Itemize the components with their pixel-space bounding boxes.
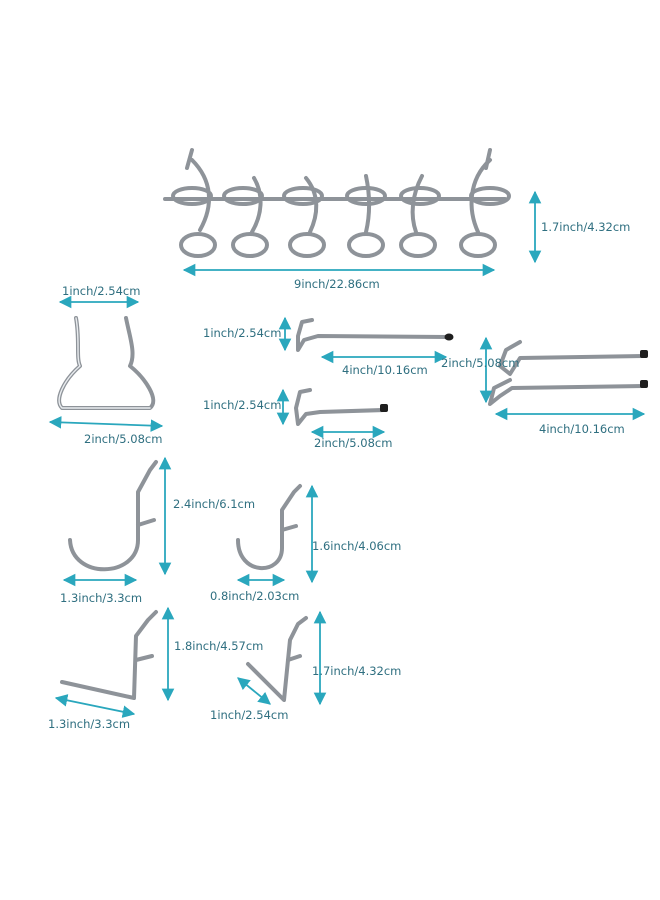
ring-group-5 (399, 174, 441, 258)
loop-top-label: 1inch/2.54cm (62, 284, 140, 298)
l-small-width-label: 1inch/2.54cm (210, 708, 288, 722)
l-large-height-label: 1.8inch/4.57cm (174, 639, 263, 653)
ring-group-2 (222, 176, 269, 258)
ring-group-3 (282, 176, 326, 258)
hook-b-height-label: 1inch/2.54cm (203, 398, 281, 412)
j-small-width-label: 0.8inch/2.03cm (210, 589, 299, 603)
dual-length-label: 4inch/10.16cm (539, 422, 625, 436)
ring-group-6 (459, 158, 511, 258)
j-hook-large (68, 460, 158, 572)
dual-hook (488, 340, 648, 406)
hook-a-length-label: 4inch/10.16cm (342, 363, 428, 377)
loop-hook (57, 316, 156, 410)
ring-group-1 (171, 158, 217, 258)
dual-height-label: 2inch/5.08cm (441, 356, 519, 370)
v-hook-small (246, 616, 308, 702)
l-large-width-label: 1.3inch/3.3cm (48, 717, 130, 731)
loop-bottom-label: 2inch/5.08cm (84, 432, 162, 446)
j-large-height-label: 2.4inch/6.1cm (173, 497, 255, 511)
rack-width-label: 9inch/22.86cm (294, 277, 380, 291)
l-small-height-label: 1.7inch/4.32cm (312, 664, 401, 678)
l-large-width-arrow (54, 694, 136, 718)
hook-b-length-label: 2inch/5.08cm (314, 436, 392, 450)
rack-height-label: 1.7inch/4.32cm (541, 220, 630, 234)
j-large-width-label: 1.3inch/3.3cm (60, 591, 142, 605)
hook-a-height-label: 1inch/2.54cm (203, 326, 281, 340)
loop-bottom-arrow (48, 416, 164, 432)
ring-holder-rack (163, 148, 511, 258)
l-small-width-arrow (237, 677, 271, 705)
ring-group-4 (345, 174, 387, 258)
straight-hook-long (296, 318, 454, 352)
straight-hook-short (294, 388, 388, 426)
l-hook-large (60, 610, 158, 700)
j-small-height-label: 1.6inch/4.06cm (312, 539, 401, 553)
j-hook-small (236, 484, 302, 571)
